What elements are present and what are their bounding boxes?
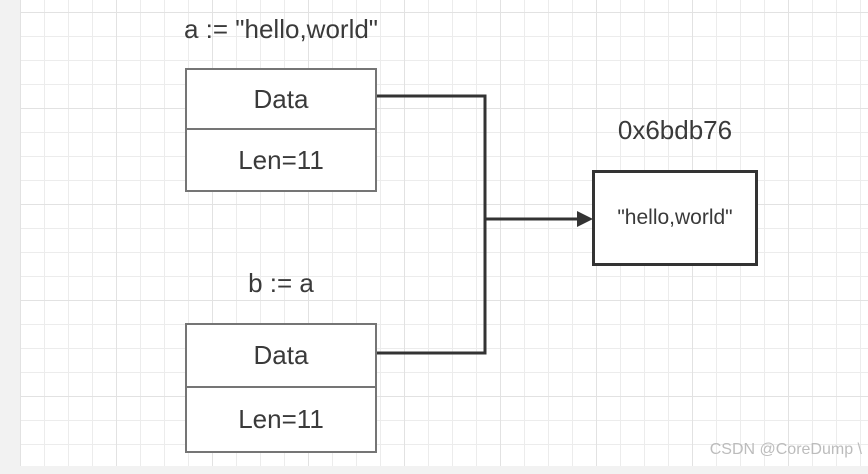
string-header-b-box: Data Len=11 [185, 323, 377, 453]
header-a-len-cell: Len=11 [238, 144, 324, 175]
shared-pointer-elbow-line [377, 94, 487, 355]
label-a-assignment: a := "hello,world" [183, 14, 379, 44]
label-b-assignment: b := a [248, 268, 314, 298]
pointer-arrowhead-icon [577, 211, 593, 227]
canvas-bottom-margin [0, 466, 868, 474]
header-b-len-cell: Len=11 [238, 404, 324, 434]
string-data-box: "hello,world" [592, 170, 758, 266]
header-a-data-cell: Data [187, 70, 375, 130]
string-header-a-box: Data Len=11 [185, 68, 377, 192]
canvas-left-margin [0, 0, 20, 474]
csdn-watermark: CSDN @CoreDump \ [709, 441, 862, 458]
string-data-value: "hello,world" [617, 206, 733, 229]
header-b-data-cell: Data [187, 325, 375, 388]
memory-address-label: 0x6bdb76 [617, 115, 733, 145]
